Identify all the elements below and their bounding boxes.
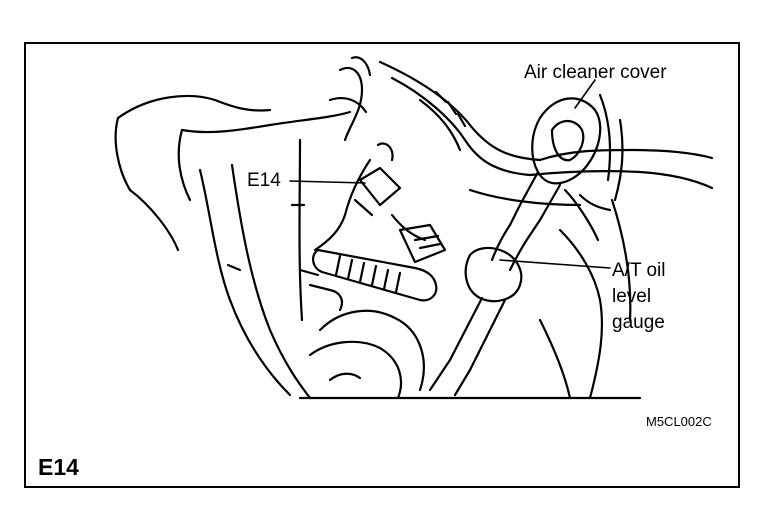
- at-label-line-3: gauge: [612, 312, 665, 333]
- lower-hose: [308, 309, 425, 400]
- e14-leader: [289, 180, 366, 184]
- fender-outline: [114, 94, 352, 400]
- connector-harness: [313, 142, 447, 264]
- gauge-handle: [490, 97, 602, 272]
- figure-code: M5CL002C: [646, 414, 712, 429]
- connector-e14-label: E14: [247, 170, 281, 191]
- figure-frame: [24, 42, 740, 488]
- upper-bracket: [328, 56, 372, 142]
- gauge-tube: [428, 246, 523, 397]
- air-cleaner-duct: [378, 60, 714, 207]
- air-cleaner-cover-label: Air cleaner cover: [524, 62, 667, 83]
- solenoid-body: [298, 248, 438, 312]
- leader-lines: [289, 79, 611, 269]
- air-cleaner-leader: [574, 79, 596, 109]
- right-structure: [538, 188, 632, 400]
- at-label-line-1: A/T oil: [612, 260, 666, 281]
- at-label-line-2: level: [612, 286, 652, 307]
- at-oil-level-gauge-label: A/T oil level gauge: [612, 258, 666, 336]
- at-gauge-leader: [499, 259, 611, 269]
- figure-title: E14: [38, 454, 79, 480]
